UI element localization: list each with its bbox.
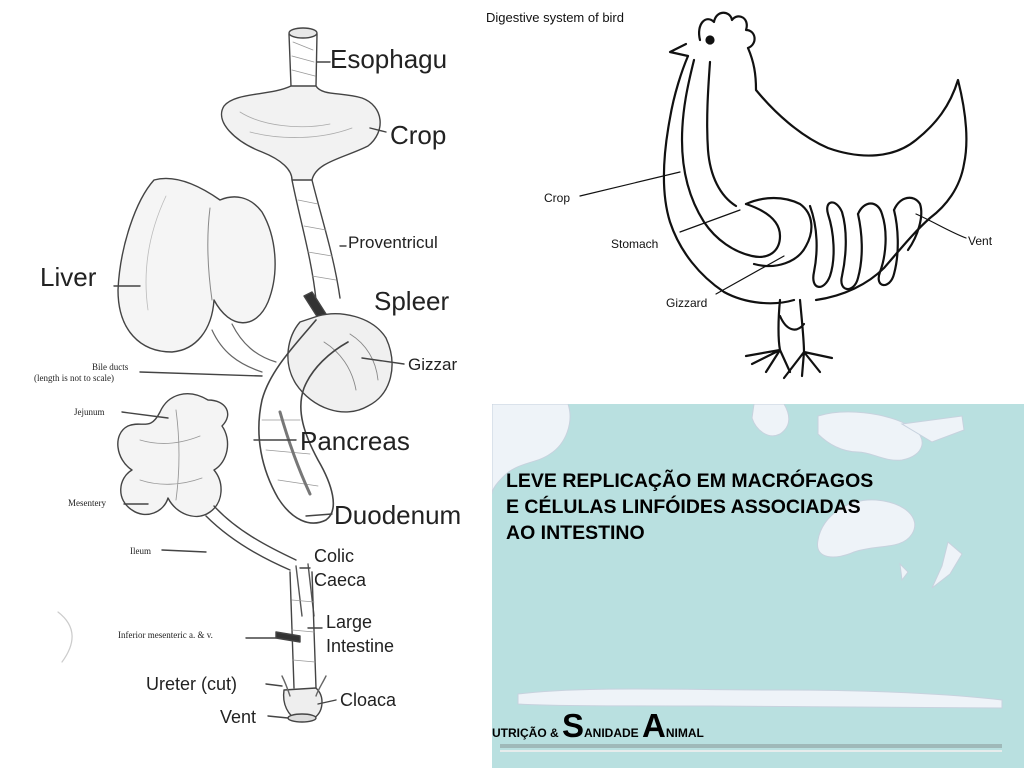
bird-vent-label: Vent bbox=[968, 234, 993, 248]
mesentery-label: Mesentery bbox=[68, 498, 106, 508]
spleen-label: Spleer bbox=[374, 286, 450, 316]
esophagus-label: Esophagu bbox=[330, 44, 448, 74]
pancreas-label: Pancreas bbox=[300, 426, 410, 456]
gizzard-label: Gizzar bbox=[408, 355, 458, 374]
digestive-tract-illustration bbox=[57, 27, 405, 723]
bird-stomach-label: Stomach bbox=[611, 237, 659, 251]
bird-outline-diagram bbox=[579, 11, 968, 380]
bile-ducts-label: Bile ducts bbox=[92, 362, 129, 372]
bile-ducts-note: (length is not to scale) bbox=[34, 373, 114, 383]
large-intestine-label-1: Large bbox=[326, 612, 373, 632]
world-map-background bbox=[492, 404, 1003, 752]
footer-part-1: UTRIÇÃO & bbox=[492, 726, 562, 740]
bird-gizzard-label: Gizzard bbox=[666, 296, 708, 310]
vent-label: Vent bbox=[220, 707, 257, 727]
slide-main-text: LEVE REPLICAÇÃO EM MACRÓFAGOS E CÉLULAS … bbox=[506, 468, 1006, 546]
cloaca-label: Cloaca bbox=[340, 690, 397, 710]
crop-label: Crop bbox=[390, 120, 447, 150]
footer-part-3: NIMAL bbox=[665, 726, 704, 740]
slide-text-line-3: AO INTESTINO bbox=[506, 522, 645, 544]
jejunum-label: Jejunum bbox=[74, 407, 105, 417]
large-intestine-label-2: Intestine bbox=[326, 636, 395, 656]
ureter-label: Ureter (cut) bbox=[146, 674, 238, 694]
ileum-label: Ileum bbox=[130, 546, 151, 556]
footer-brand: UTRIÇÃO & SANIDADE ANIMAL bbox=[492, 706, 704, 746]
footer-big-a: A bbox=[642, 707, 666, 744]
proventriculus-label: Proventricul bbox=[348, 233, 438, 252]
inferior-mesenteric-label: Inferior mesenteric a. & v. bbox=[118, 630, 213, 640]
colic-caeca-label-1: Colic bbox=[314, 546, 355, 566]
liver-label: Liver bbox=[40, 262, 97, 292]
duodenum-label: Duodenum bbox=[334, 500, 462, 530]
bird-diagram-title: Digestive system of bird bbox=[486, 10, 624, 25]
colic-caeca-label-2: Caeca bbox=[314, 570, 367, 590]
footer-big-s: S bbox=[562, 707, 585, 744]
slide-text-line-1: LEVE REPLICAÇÃO EM MACRÓFAGOS bbox=[506, 470, 874, 492]
footer-part-2: ANIDADE bbox=[584, 726, 643, 740]
slide-text-line-2: E CÉLULAS LINFÓIDES ASSOCIADAS bbox=[506, 496, 861, 518]
bird-crop-label: Crop bbox=[544, 191, 571, 205]
slide-panel bbox=[492, 404, 1024, 768]
